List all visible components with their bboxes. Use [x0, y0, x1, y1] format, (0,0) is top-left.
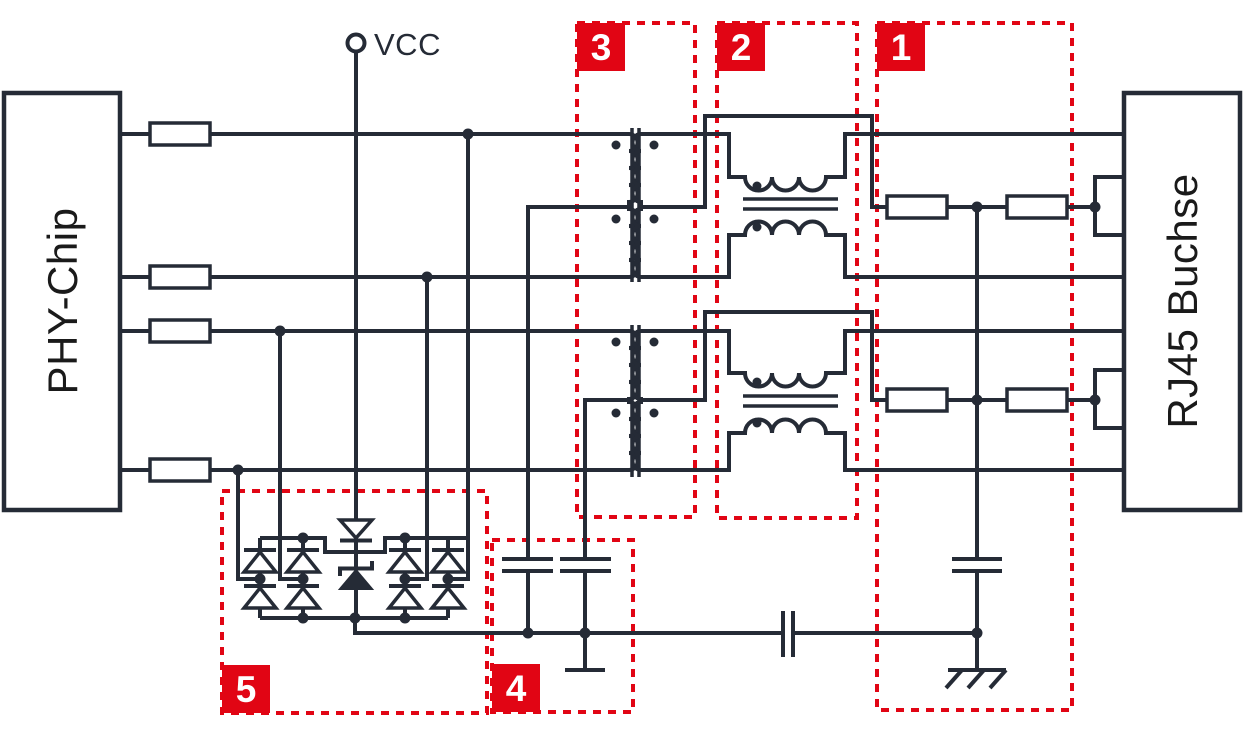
- ct-capacitor-1: [502, 557, 553, 573]
- wire-branch-row2: [405, 277, 429, 581]
- wire-branch-row4: [236, 470, 260, 581]
- rj45-socket-label: RJ45 Buchse: [1159, 173, 1206, 428]
- wire-ct1-to-cap: [526, 205, 629, 559]
- vcc-clamp-diode: [336, 518, 376, 552]
- vcc-terminal: VCC: [345, 27, 441, 62]
- termination-resistor-1a: [885, 194, 949, 220]
- series-resistor-2: [148, 264, 212, 290]
- callout-badge-4: 4: [492, 664, 540, 712]
- wire-row2-right-choke-bottom: [641, 219, 1124, 279]
- wires: [120, 52, 1124, 670]
- phy-chip-label: PHY-Chip: [39, 208, 86, 395]
- choke-1-core: [743, 197, 838, 211]
- termination-resistor-2a: [885, 387, 949, 413]
- transformer-1-phase-dots: [611, 140, 659, 224]
- callout-number-4: 4: [506, 668, 527, 709]
- callout-badges: 1 2 3 4 5: [222, 23, 925, 713]
- vcc-label: VCC: [374, 27, 441, 62]
- ct-capacitor-2: [560, 557, 611, 573]
- capacitors: [502, 557, 1002, 657]
- transformer-1: [611, 128, 659, 282]
- rj45-socket-box: [1121, 90, 1243, 513]
- common-mode-choke-1: [743, 181, 838, 232]
- wire-ct2-bypass: [641, 310, 887, 402]
- callout-number-1: 1: [891, 27, 912, 68]
- transformer-2: [611, 325, 659, 477]
- vcc-terminal-icon: [345, 32, 367, 54]
- junction-dots: [232, 128, 1101, 639]
- choke-2-phase-dots: [752, 377, 762, 428]
- callout-number-3: 3: [591, 27, 612, 68]
- common-mode-choke-2: [743, 377, 838, 428]
- tvs-diode-array: [240, 518, 468, 620]
- chassis-ground-icon: [944, 668, 1008, 690]
- choke-2-core: [743, 394, 838, 408]
- callout-number-5: 5: [236, 669, 257, 710]
- callout-region-1: [875, 21, 1074, 712]
- grounds: [565, 668, 1008, 690]
- callout-badge-3: 3: [577, 23, 625, 71]
- transformer-2-secondary-coil: [630, 329, 643, 472]
- wire-ct2-to-cap: [583, 398, 629, 559]
- zener-diode: [337, 552, 375, 618]
- callout-region-3: [575, 21, 697, 519]
- callout-badge-5: 5: [222, 665, 270, 713]
- termination-resistor-2b: [1005, 387, 1069, 413]
- wire-branch-row1: [448, 134, 470, 581]
- wire-branch-row3: [278, 331, 303, 581]
- choke-1-phase-dots: [752, 181, 762, 232]
- series-resistor-4: [148, 457, 212, 483]
- series-coupling-capacitor: [781, 611, 795, 657]
- series-resistor-3: [148, 318, 212, 344]
- wire-bottom-common-left: [353, 618, 783, 635]
- wire-ct1-bypass: [641, 114, 887, 209]
- callout-region-5: [220, 489, 489, 715]
- callout-number-2: 2: [731, 27, 752, 68]
- series-resistor-1: [148, 121, 212, 147]
- phy-chip-box: [1, 90, 123, 513]
- wire-row3-right-choke-top: [641, 329, 1124, 389]
- transformer-1-windings: [627, 132, 643, 279]
- callout-region-4: [490, 538, 635, 714]
- transformer-2-windings: [627, 329, 643, 472]
- callout-badge-2: 2: [717, 23, 765, 71]
- resistors: [148, 121, 1069, 483]
- transformer-2-phase-dots: [611, 337, 659, 418]
- termination-resistor-1b: [1005, 194, 1069, 220]
- phy-chip: PHY-Chip: [1, 90, 123, 513]
- termination-capacitor: [952, 557, 1002, 573]
- transformer-1-secondary-coil: [630, 132, 643, 279]
- callout-regions: [220, 21, 1074, 715]
- wire-row4-right-choke-bottom: [641, 417, 1124, 472]
- callout-badge-1: 1: [877, 23, 925, 71]
- wire-row1-right-choke-top: [641, 132, 1124, 193]
- callout-region-2: [715, 21, 859, 520]
- diode-pair-3: [385, 538, 425, 618]
- rj45-socket: RJ45 Buchse: [1121, 90, 1243, 513]
